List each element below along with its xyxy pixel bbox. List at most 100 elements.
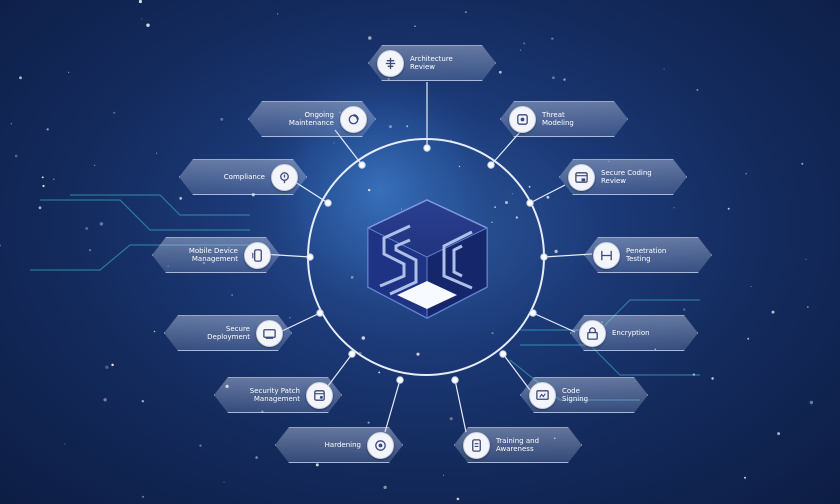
connector-dots <box>306 144 548 384</box>
star <box>806 306 809 308</box>
cube-light-panel <box>397 281 457 309</box>
star <box>14 154 18 158</box>
star <box>696 88 699 91</box>
star <box>46 128 49 131</box>
star <box>805 258 807 260</box>
connector-dot <box>540 253 548 261</box>
star <box>553 437 556 440</box>
node-code-signing: Code Signing <box>520 377 648 413</box>
star <box>105 365 109 369</box>
mobile-device-icon <box>244 242 271 269</box>
star <box>406 125 409 128</box>
star <box>230 176 233 179</box>
label-mobile-device-management: Mobile Device Management <box>188 246 238 263</box>
star <box>494 206 496 208</box>
star <box>771 310 775 314</box>
star <box>223 481 225 483</box>
label-secure-coding-review: Secure Coding Review <box>601 168 652 185</box>
star <box>67 71 70 74</box>
star <box>491 331 494 335</box>
connector-dot <box>306 253 314 261</box>
code-review-icon <box>568 164 595 191</box>
star <box>400 208 403 210</box>
training-icon <box>463 432 490 459</box>
star <box>416 352 420 356</box>
star <box>361 336 366 340</box>
star <box>387 77 390 81</box>
star <box>528 185 531 188</box>
sc-logo-cube <box>367 199 488 319</box>
label-encryption: Encryption <box>612 328 650 337</box>
star <box>368 188 371 192</box>
connector-dot <box>499 350 507 358</box>
hardening-icon <box>367 432 394 459</box>
connector-line <box>334 129 363 166</box>
connector-dot <box>526 199 534 207</box>
star <box>0 244 2 247</box>
star <box>146 23 150 27</box>
star <box>563 78 566 81</box>
node-penetration-testing: Penetration Testing <box>584 237 712 273</box>
star <box>673 207 675 209</box>
deployment-icon <box>256 320 283 347</box>
star <box>231 294 233 296</box>
star <box>551 37 554 40</box>
star <box>103 398 107 402</box>
star <box>53 178 55 181</box>
star <box>225 384 229 389</box>
star <box>19 76 22 80</box>
star <box>277 13 279 15</box>
connector-dot <box>396 376 404 384</box>
star <box>289 317 291 319</box>
connector-line <box>490 131 521 166</box>
node-mobile-device-management: Mobile Device Management <box>152 237 280 273</box>
star <box>523 42 526 45</box>
star <box>464 11 467 14</box>
logo-letter-s <box>379 224 418 296</box>
label-threat-modeling: Threat Modeling <box>542 110 574 127</box>
star <box>179 197 183 200</box>
connector-lines <box>261 82 593 433</box>
pentest-icon <box>593 242 620 269</box>
star <box>692 373 696 376</box>
star <box>42 184 45 188</box>
connector-line <box>532 312 576 333</box>
star <box>155 152 158 154</box>
connector-dot <box>487 161 495 169</box>
star <box>663 68 665 70</box>
star <box>801 162 804 165</box>
label-penetration-testing: Penetration Testing <box>626 246 667 263</box>
star <box>552 76 555 80</box>
star <box>111 363 114 367</box>
star <box>711 377 714 380</box>
connector-line <box>279 312 321 333</box>
label-ongoing-maintenance: Ongoing Maintenance <box>288 110 334 127</box>
connector-dot <box>348 350 356 358</box>
node-security-patch-management: Security Patch Management <box>214 377 342 413</box>
node-encryption: Encryption <box>570 315 698 351</box>
star <box>515 216 518 219</box>
star <box>491 221 493 223</box>
star <box>220 117 224 121</box>
connector-dot <box>316 309 324 317</box>
star <box>142 495 145 498</box>
star <box>315 463 319 467</box>
star <box>546 195 550 199</box>
maintenance-icon <box>340 106 367 133</box>
star <box>511 193 514 195</box>
star <box>442 474 445 476</box>
compliance-icon <box>271 164 298 191</box>
label-secure-deployment: Secure Deployment <box>207 324 250 341</box>
star <box>167 265 170 267</box>
star <box>449 417 453 421</box>
node-secure-deployment: Secure Deployment <box>164 315 292 351</box>
patch-icon <box>306 382 333 409</box>
node-ongoing-maintenance: Ongoing Maintenance <box>248 101 376 137</box>
star <box>608 160 610 162</box>
star <box>41 176 44 179</box>
label-training-and-awareness: Training and Awareness <box>496 436 540 453</box>
label-code-signing: Code Signing <box>562 386 589 403</box>
node-compliance: Compliance <box>179 159 307 195</box>
